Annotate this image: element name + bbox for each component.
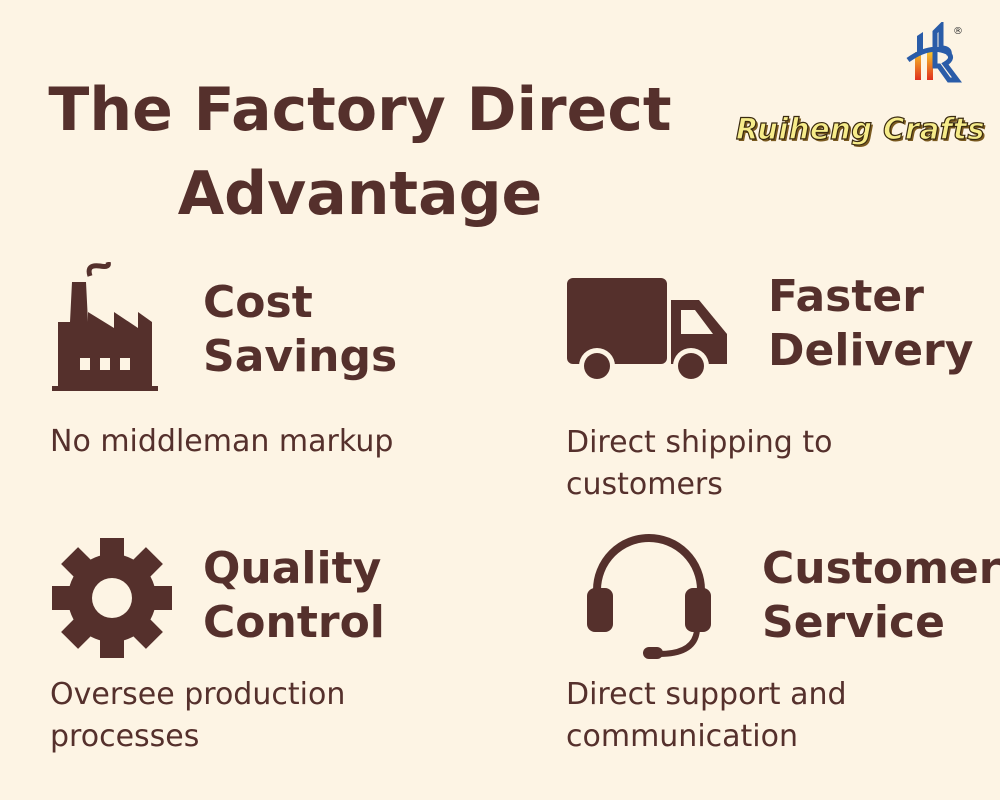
feature-heading-cost-savings: Cost Savings: [203, 276, 397, 384]
factory-icon: [52, 262, 158, 391]
desc-line: processes: [50, 719, 200, 754]
gear-icon: [52, 538, 172, 658]
page-title: The Factory Direct Advantage: [0, 68, 720, 236]
desc-line: Oversee production: [50, 677, 346, 712]
svg-text:®: ®: [953, 26, 963, 37]
desc-line: No middleman markup: [50, 424, 394, 459]
heading-line: Cost: [203, 277, 313, 328]
hr-logo-icon: ®: [906, 22, 963, 83]
heading-line: Delivery: [768, 325, 974, 376]
heading-line: Service: [762, 597, 945, 648]
heading-line: Control: [203, 597, 385, 648]
feature-heading-quality-control: Quality Control: [203, 542, 385, 650]
title-line-1: The Factory Direct: [48, 75, 672, 145]
feature-desc-customer-service: Direct support and communication: [566, 674, 847, 758]
truck-icon: [567, 278, 727, 384]
title-line-2: Advantage: [177, 159, 543, 229]
feature-desc-faster-delivery: Direct shipping to customers: [566, 422, 832, 506]
brand-name: Ruiheng Crafts: [735, 111, 986, 146]
desc-line: customers: [566, 467, 723, 502]
desc-line: communication: [566, 719, 799, 754]
desc-line: Direct shipping to: [566, 425, 833, 460]
heading-line: Quality: [203, 543, 382, 594]
feature-desc-cost-savings: No middleman markup: [50, 421, 393, 463]
heading-line: Savings: [203, 331, 398, 382]
desc-line: Direct support and: [566, 677, 847, 712]
heading-line: Customer: [762, 543, 1000, 594]
feature-heading-faster-delivery: Faster Delivery: [768, 270, 973, 378]
feature-heading-customer-service: Customer Service: [762, 542, 1000, 650]
headset-icon: [587, 534, 711, 659]
feature-desc-quality-control: Oversee production processes: [50, 674, 345, 758]
heading-line: Faster: [768, 271, 924, 322]
